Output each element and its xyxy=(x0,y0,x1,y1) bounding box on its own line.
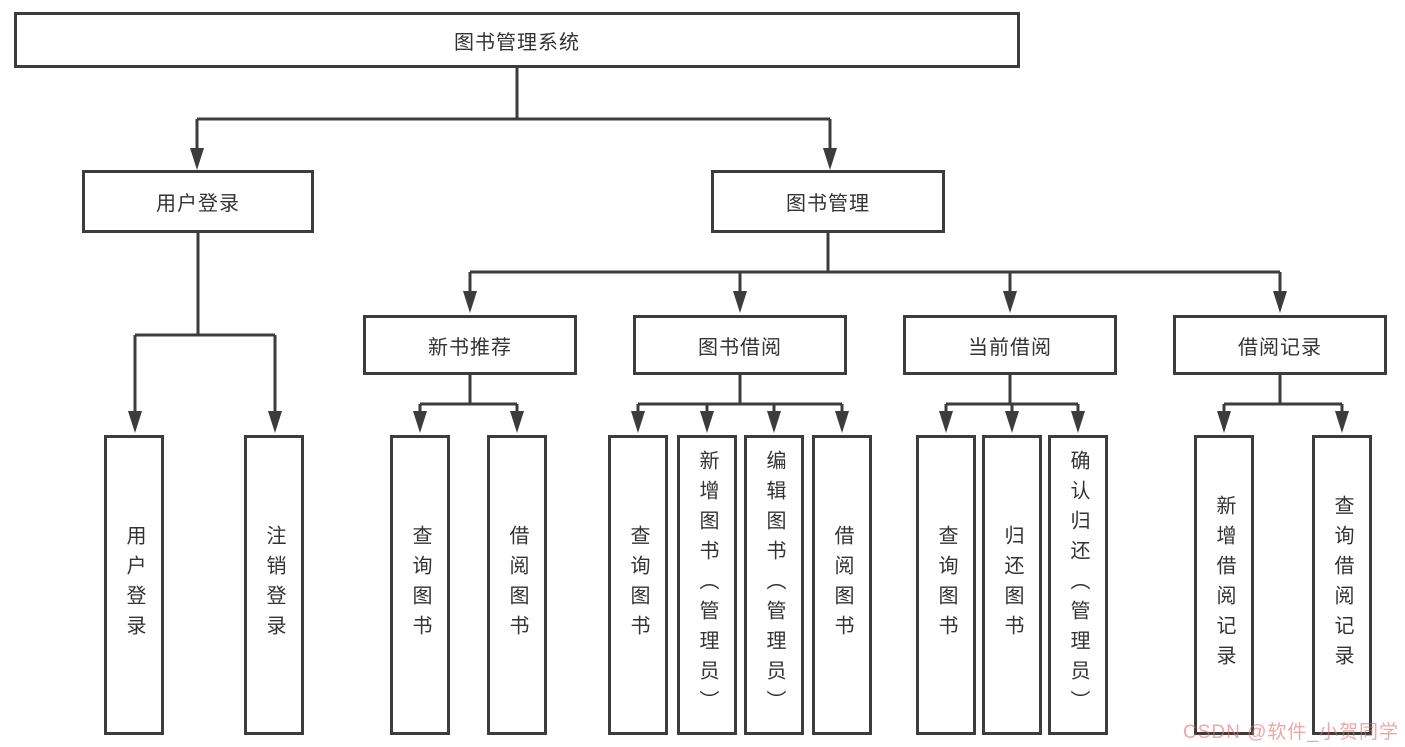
leaf-query-books-borrowing: 查询图书 xyxy=(608,435,668,735)
node-user-login-group: 用户登录 xyxy=(82,170,314,233)
node-current-borrowing: 当前借阅 xyxy=(903,315,1117,375)
leaf-query-books-recommend: 查询图书 xyxy=(390,435,450,735)
leaf-label: 查询图书 xyxy=(935,525,957,645)
leaf-add-borrow-record: 新增借阅记录 xyxy=(1194,435,1254,735)
node-label: 图书管理 xyxy=(786,193,870,215)
node-borrowing-records: 借阅记录 xyxy=(1173,315,1387,375)
leaf-query-borrow-record: 查询借阅记录 xyxy=(1312,435,1372,735)
leaf-query-books-current: 查询图书 xyxy=(916,435,976,735)
leaf-user-login: 用户登录 xyxy=(104,435,164,735)
leaf-label: 借阅图书 xyxy=(506,525,528,645)
leaf-label: 借阅图书 xyxy=(831,525,853,645)
node-new-book-recommendation: 新书推荐 xyxy=(363,315,577,375)
node-library-management-system: 图书管理系统 xyxy=(14,12,1020,68)
csdn-watermark: CSDN @软件_小贺同学 xyxy=(1183,722,1399,743)
node-label: 新书推荐 xyxy=(428,336,512,359)
node-label: 图书管理系统 xyxy=(454,31,580,54)
arrowheads xyxy=(128,148,1349,433)
leaf-borrow-books: 借阅图书 xyxy=(812,435,872,735)
leaf-label: 确认归还（管理员） xyxy=(1067,450,1089,720)
leaf-label: 查询借阅记录 xyxy=(1331,495,1353,675)
leaf-label: 用户登录 xyxy=(123,525,145,645)
leaf-add-books-admin: 新增图书（管理员） xyxy=(677,435,737,735)
leaf-edit-books-admin: 编辑图书（管理员） xyxy=(744,435,804,735)
node-label: 借阅记录 xyxy=(1238,336,1322,359)
leaf-confirm-return-admin: 确认归还（管理员） xyxy=(1048,435,1108,735)
leaf-label: 归还图书 xyxy=(1001,525,1023,645)
leaf-return-books: 归还图书 xyxy=(982,435,1042,735)
leaf-label: 新增借阅记录 xyxy=(1213,495,1235,675)
node-label: 用户登录 xyxy=(156,193,240,215)
node-book-borrowing: 图书借阅 xyxy=(633,315,847,375)
leaf-borrow-books-recommend: 借阅图书 xyxy=(487,435,547,735)
leaf-label: 查询图书 xyxy=(627,525,649,645)
leaf-label: 查询图书 xyxy=(409,525,431,645)
leaf-logout: 注销登录 xyxy=(244,435,304,735)
node-label: 图书借阅 xyxy=(698,336,782,359)
node-book-management: 图书管理 xyxy=(711,170,945,233)
leaf-label: 编辑图书（管理员） xyxy=(763,450,785,720)
leaf-label: 注销登录 xyxy=(263,525,285,645)
node-label: 当前借阅 xyxy=(968,336,1052,359)
leaf-label: 新增图书（管理员） xyxy=(696,450,718,720)
